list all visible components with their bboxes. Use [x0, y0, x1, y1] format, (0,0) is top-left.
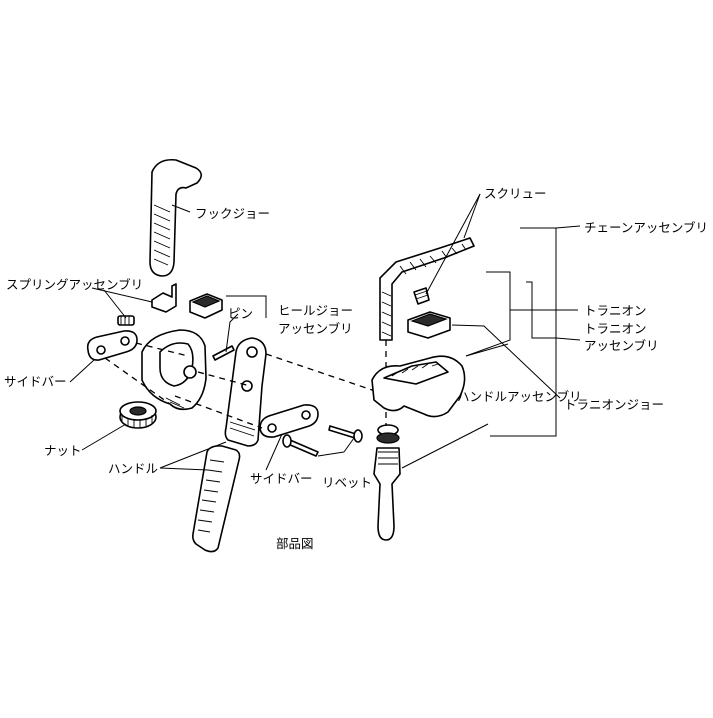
diagram-caption: 部品図: [276, 536, 314, 551]
label-trunnion-assembly-1: トラニオン: [584, 321, 647, 336]
label-trunnion: トラニオン: [584, 303, 647, 318]
label-heel-jaw-assembly-2: アッセンブリ: [278, 321, 353, 336]
leader-lines: [69, 193, 581, 471]
dash-line: [197, 371, 251, 387]
dash-line: [135, 342, 189, 357]
heel-jaw-body-part: [141, 329, 207, 411]
dash-line: [265, 353, 379, 393]
nut-part: [119, 401, 157, 429]
label-trunnion-jaw: トラニオンジョー: [564, 397, 664, 412]
spring-assembly-part: [117, 283, 177, 326]
trunnion-jaw-part: [407, 311, 451, 339]
handle-part: [192, 445, 241, 553]
label-side-bar-left: サイドバー: [4, 374, 67, 389]
label-handle-assembly: ハンドルアッセンブリ: [457, 389, 582, 404]
label-screw: スクリュー: [484, 186, 547, 201]
handle-head-part: [224, 337, 267, 447]
label-chain-assembly: チェーンアッセンブリ: [584, 220, 708, 235]
label-side-bar-right: サイドバー: [250, 471, 313, 486]
label-rivet: リベット: [322, 475, 372, 490]
label-heel-jaw-assembly-1: ヒールジョー: [278, 303, 353, 318]
label-handle: ハンドル: [108, 461, 158, 476]
trunnion-part: [371, 355, 466, 418]
dash-line: [174, 395, 263, 429]
dash-line: [104, 357, 171, 405]
label-nut: ナット: [44, 443, 82, 458]
label-pin: ピン: [228, 306, 253, 321]
side-bar-right-part: [259, 404, 319, 438]
hook-jaw-part: [149, 158, 203, 277]
pin-part: [212, 345, 235, 361]
side-bar-left-part: [86, 330, 138, 361]
screw-part: [413, 287, 430, 305]
label-trunnion-assembly-2: アッセンブリ: [584, 338, 659, 353]
chain-assembly-part: [379, 237, 475, 341]
handle-assembly-part: [373, 424, 401, 541]
label-hook-jaw: フックジョー: [195, 206, 270, 221]
heel-jaw-insert-part: [189, 293, 223, 319]
label-spring-assembly: スプリングアッセンブリ: [6, 277, 143, 292]
rivet-parts: [282, 425, 363, 457]
